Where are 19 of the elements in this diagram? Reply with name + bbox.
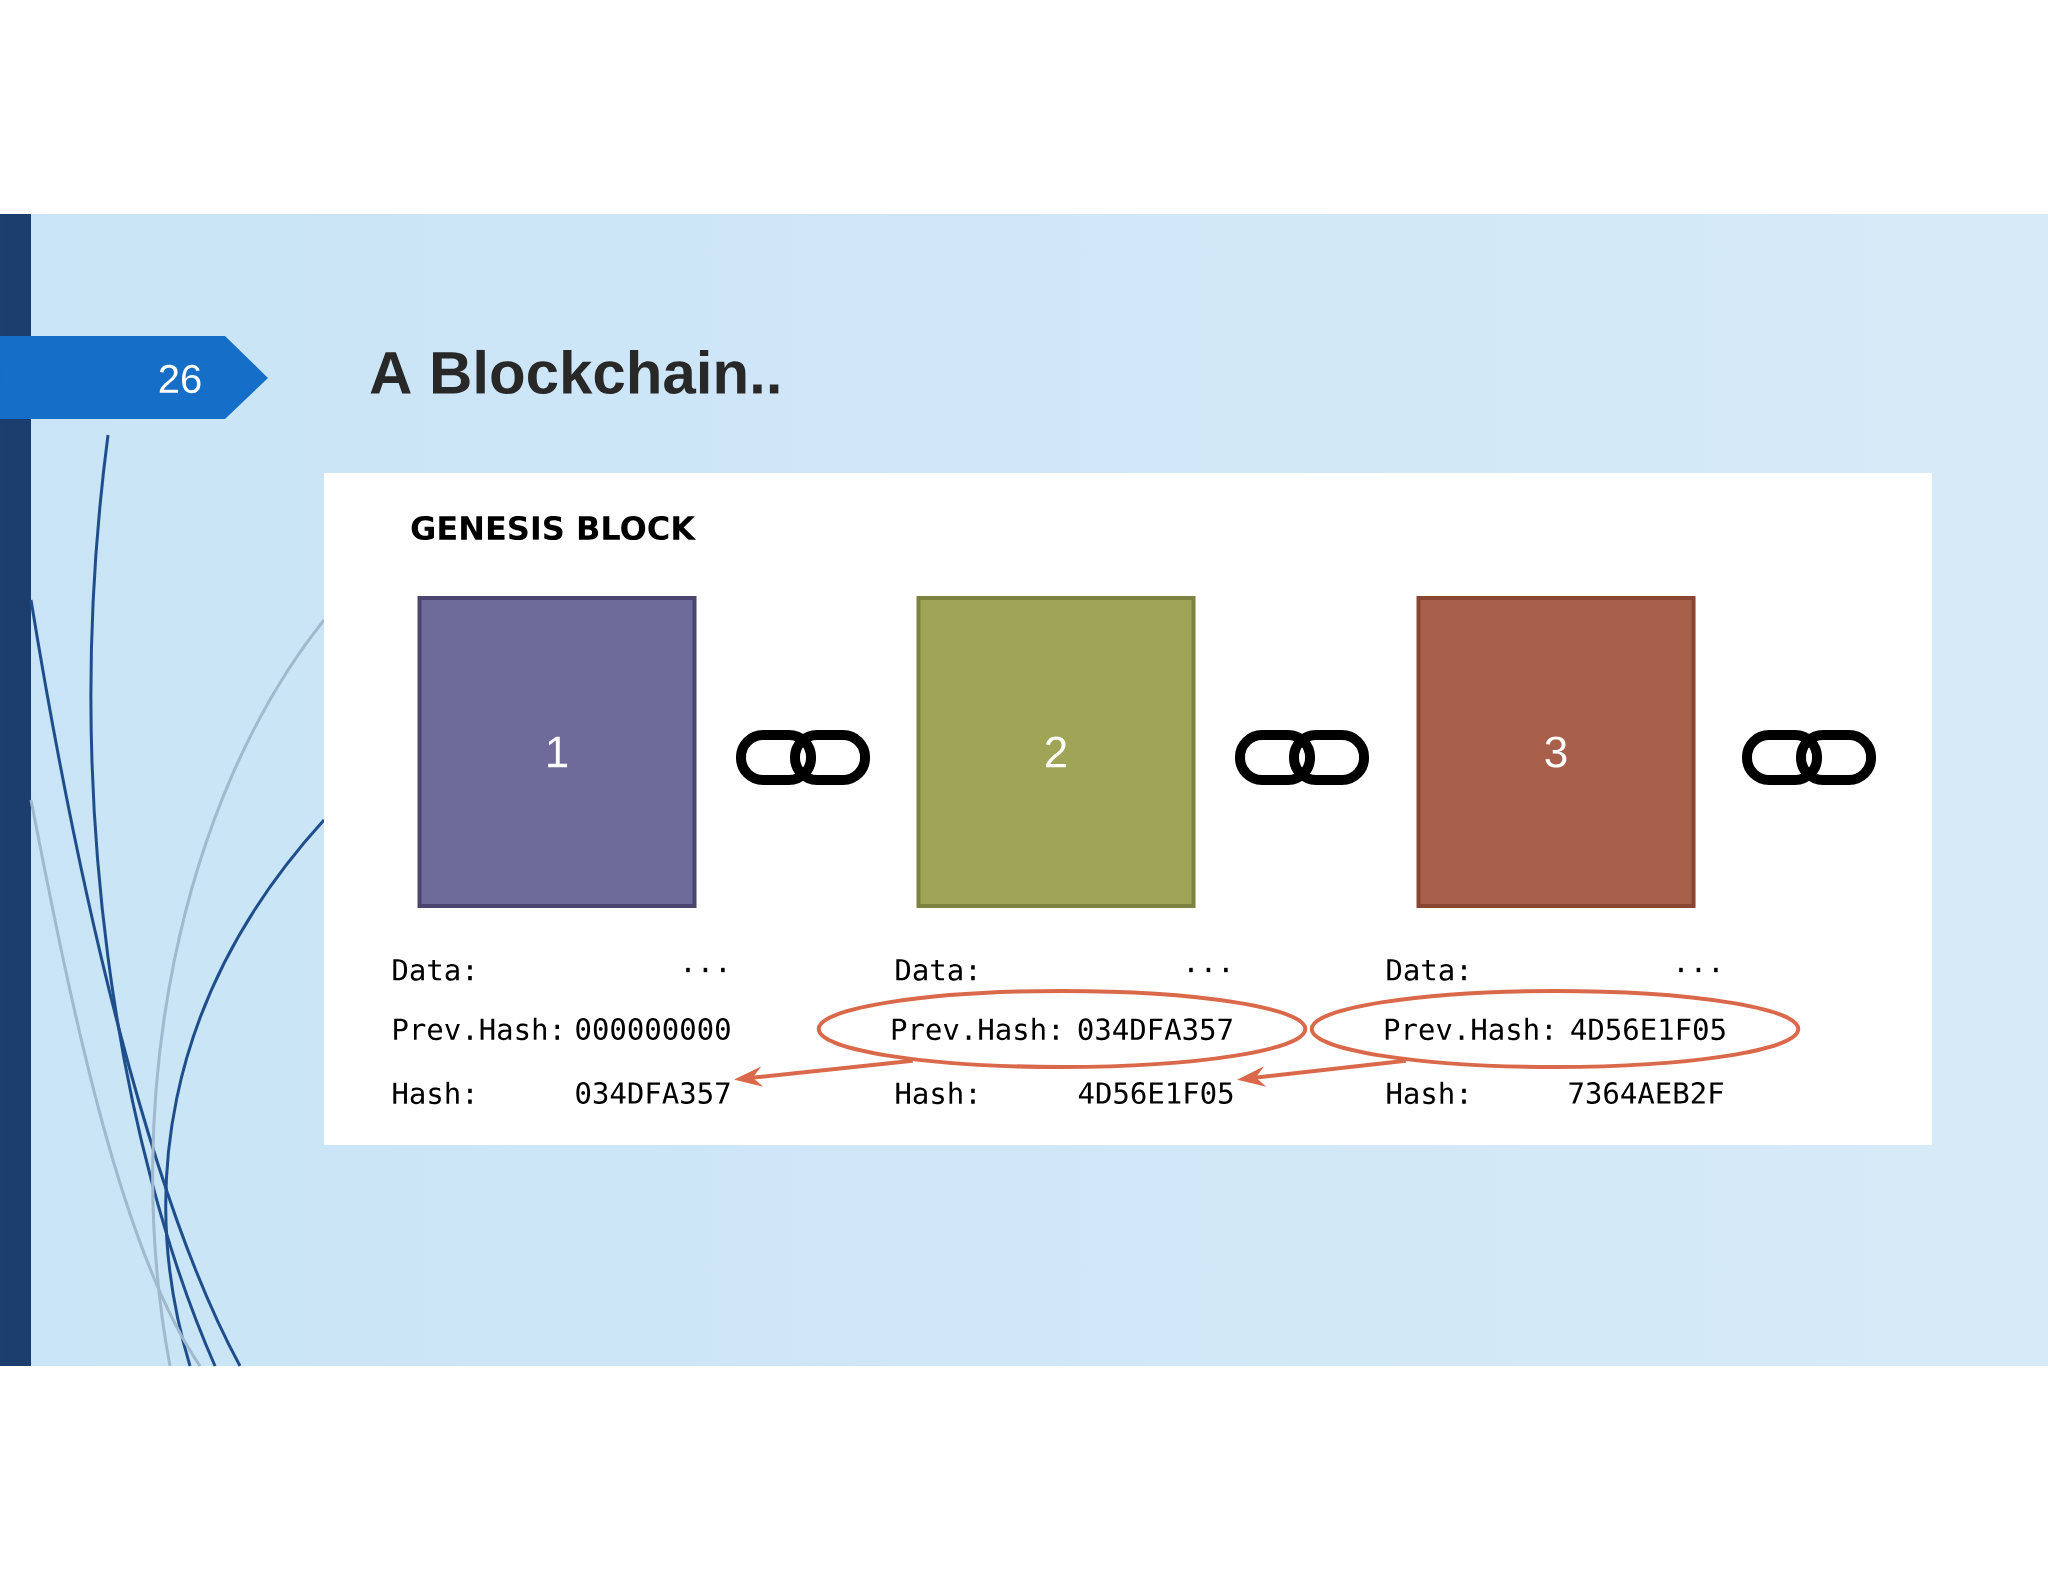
field-text: Data: bbox=[896, 959, 975, 981]
field-text: Data: bbox=[1387, 959, 1466, 981]
field-text: Hash: bbox=[393, 1081, 472, 1105]
field-text: 000000000 bbox=[576, 1018, 730, 1040]
heading: GENESIS BLOCK bbox=[411, 515, 697, 541]
hash-value: 4D56E1F05 bbox=[1078, 1082, 1233, 1104]
field-text: Prev.Hash: bbox=[394, 1017, 560, 1041]
hash-value: 034DFA357 bbox=[576, 1082, 730, 1104]
block-box: 2 bbox=[916, 596, 1196, 908]
field-text: Hash: bbox=[1387, 1081, 1466, 1105]
field-text: ... bbox=[1189, 967, 1228, 973]
field-text: ... bbox=[1679, 967, 1718, 973]
field-text: Data: bbox=[393, 959, 472, 981]
field-text: ... bbox=[686, 967, 725, 973]
field-text: Hash: bbox=[896, 1081, 975, 1105]
block-box: 1 bbox=[417, 596, 697, 908]
slide-number-tab: 26 bbox=[0, 336, 268, 419]
block-box: 3 bbox=[1416, 596, 1696, 908]
slide-title: A Blockchain.. bbox=[370, 349, 779, 395]
